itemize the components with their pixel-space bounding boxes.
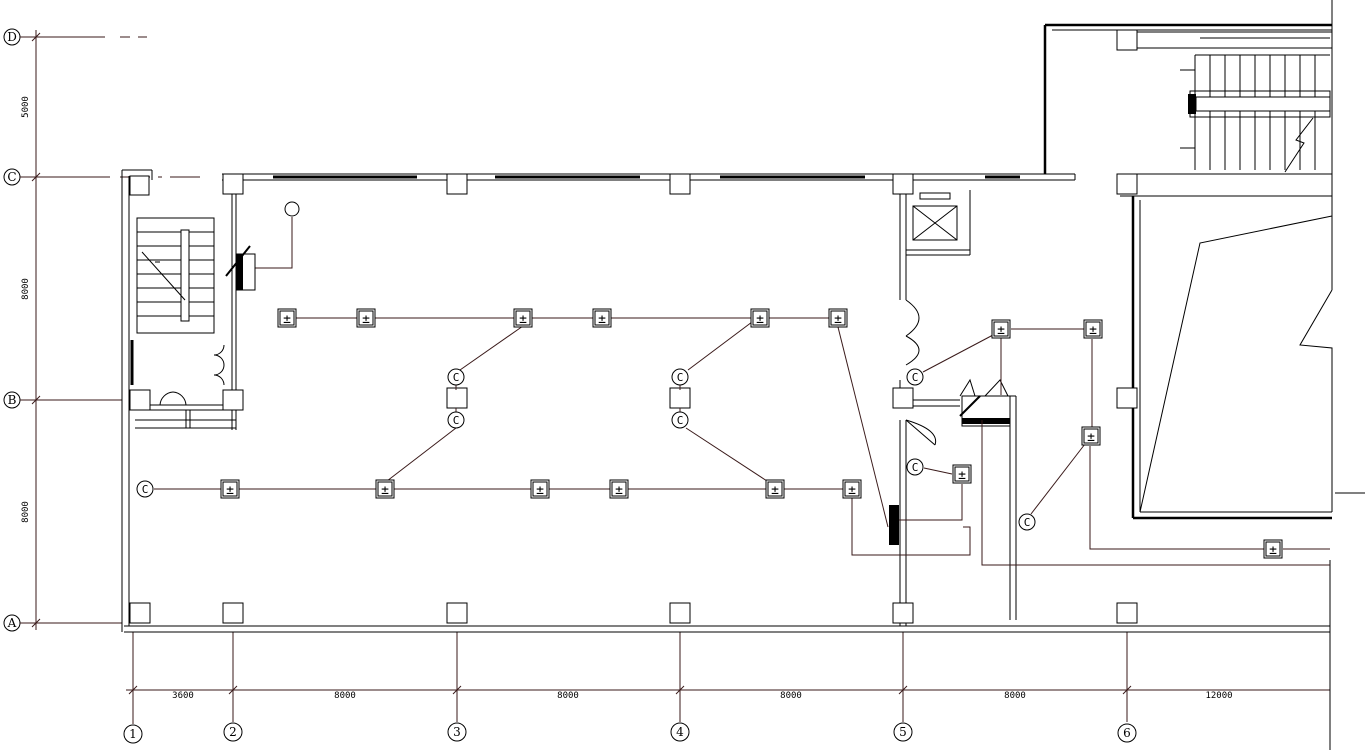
svg-text:±: ± [756, 312, 764, 327]
outlet: ± [765, 479, 785, 499]
column-label-2: 2 [229, 725, 237, 739]
elevator [912, 192, 958, 241]
row-axis-c: C [3, 168, 200, 186]
row-axis-a: A [3, 614, 122, 632]
column-axis-6: 6 [1117, 632, 1137, 743]
column-label-3: 3 [453, 725, 461, 739]
column-label-1: 1 [129, 727, 137, 741]
svg-text:C: C [912, 461, 919, 474]
row-label-c: C [7, 170, 16, 184]
svg-text:C: C [912, 371, 919, 384]
c-symbol: C [671, 411, 689, 429]
svg-text:±: ± [519, 312, 527, 327]
svg-text:±: ± [958, 468, 966, 483]
outlet: ± [513, 308, 533, 328]
column-axis-2: 2 [223, 632, 243, 742]
svg-text:C: C [677, 371, 684, 384]
svg-text:C: C [142, 483, 149, 496]
right-hall [1131, 196, 1365, 520]
column-axis-5: 5 [893, 632, 913, 742]
outlets: ± ± ± ± ± ± ± ± ± ± ± ± ± ± ± ± ± [220, 308, 1283, 559]
row-label-d: D [7, 30, 17, 44]
outlet: ± [842, 479, 862, 499]
outlet: ± [592, 308, 612, 328]
distribution-panels [225, 245, 899, 545]
outlet: ± [952, 464, 972, 484]
horizontal-dim-5: 8000 [1004, 691, 1026, 701]
lamp-circle [284, 201, 300, 217]
horizontal-dim-6: 12000 [1205, 691, 1232, 701]
row-label-a: A [7, 616, 17, 630]
svg-text:±: ± [598, 312, 606, 327]
c-symbol: C [906, 368, 924, 386]
svg-text:C: C [1024, 516, 1031, 529]
c-symbol: C [906, 458, 924, 476]
outlet: ± [609, 479, 629, 499]
column-axis-1: 1 [123, 632, 143, 744]
c-symbol: C [447, 411, 465, 429]
svg-text:±: ± [381, 483, 389, 498]
c-symbols: C C C C C C C C [136, 368, 1036, 531]
column-label-4: 4 [676, 725, 684, 739]
row-label-b: B [8, 393, 17, 407]
column-axis-3: 3 [447, 632, 467, 742]
svg-text:±: ± [834, 312, 842, 327]
right-stair [1180, 54, 1331, 173]
svg-text:±: ± [771, 483, 779, 498]
outlet: ± [828, 308, 848, 328]
structural-columns [129, 29, 1138, 624]
vertical-dim-2: 8000 [21, 278, 31, 300]
outlet: ± [1263, 539, 1283, 559]
svg-text:C: C [453, 371, 460, 384]
row-axis-b: B [3, 391, 122, 409]
svg-text:±: ± [1089, 323, 1097, 338]
column-axes: 1 2 3 4 5 6 [123, 632, 1330, 744]
svg-text:±: ± [362, 312, 370, 327]
svg-text:±: ± [283, 312, 291, 327]
c-symbol: C [1018, 513, 1036, 531]
outlet: ± [277, 308, 297, 328]
svg-text:C: C [677, 414, 684, 427]
walls [121, 0, 1365, 750]
svg-text:C: C [453, 414, 460, 427]
outlet: ± [1081, 426, 1101, 446]
vertical-dim-1: 5000 [21, 96, 31, 118]
horizontal-dim-4: 8000 [780, 691, 802, 701]
outlet: ± [375, 479, 395, 499]
horizontal-dim-2: 8000 [334, 691, 356, 701]
c-symbol: C [447, 368, 465, 386]
c-symbol: C [671, 368, 689, 386]
left-stair [136, 217, 215, 334]
row-axis-d: D [3, 28, 147, 46]
outlet: ± [220, 479, 240, 499]
outlet: ± [750, 308, 770, 328]
svg-text:±: ± [226, 483, 234, 498]
horizontal-dim-3: 8000 [557, 691, 579, 701]
svg-text:±: ± [1087, 430, 1095, 445]
wiring [154, 217, 1330, 566]
svg-text:±: ± [615, 483, 623, 498]
outlet: ± [991, 319, 1011, 339]
c-symbol: C [136, 480, 154, 498]
column-label-5: 5 [899, 725, 907, 739]
outlet: ± [530, 479, 550, 499]
svg-text:±: ± [848, 483, 856, 498]
vertical-dim-3: 8000 [21, 501, 31, 523]
column-axis-4: 4 [670, 632, 690, 742]
outlet: ± [356, 308, 376, 328]
svg-text:±: ± [997, 323, 1005, 338]
horizontal-dim-1: 3600 [172, 691, 194, 701]
svg-text:±: ± [536, 483, 544, 498]
row-axes: D C B A 5000 8000 80 [3, 28, 200, 632]
outlet: ± [1083, 319, 1103, 339]
svg-text:±: ± [1269, 543, 1277, 558]
column-label-6: 6 [1123, 726, 1131, 740]
